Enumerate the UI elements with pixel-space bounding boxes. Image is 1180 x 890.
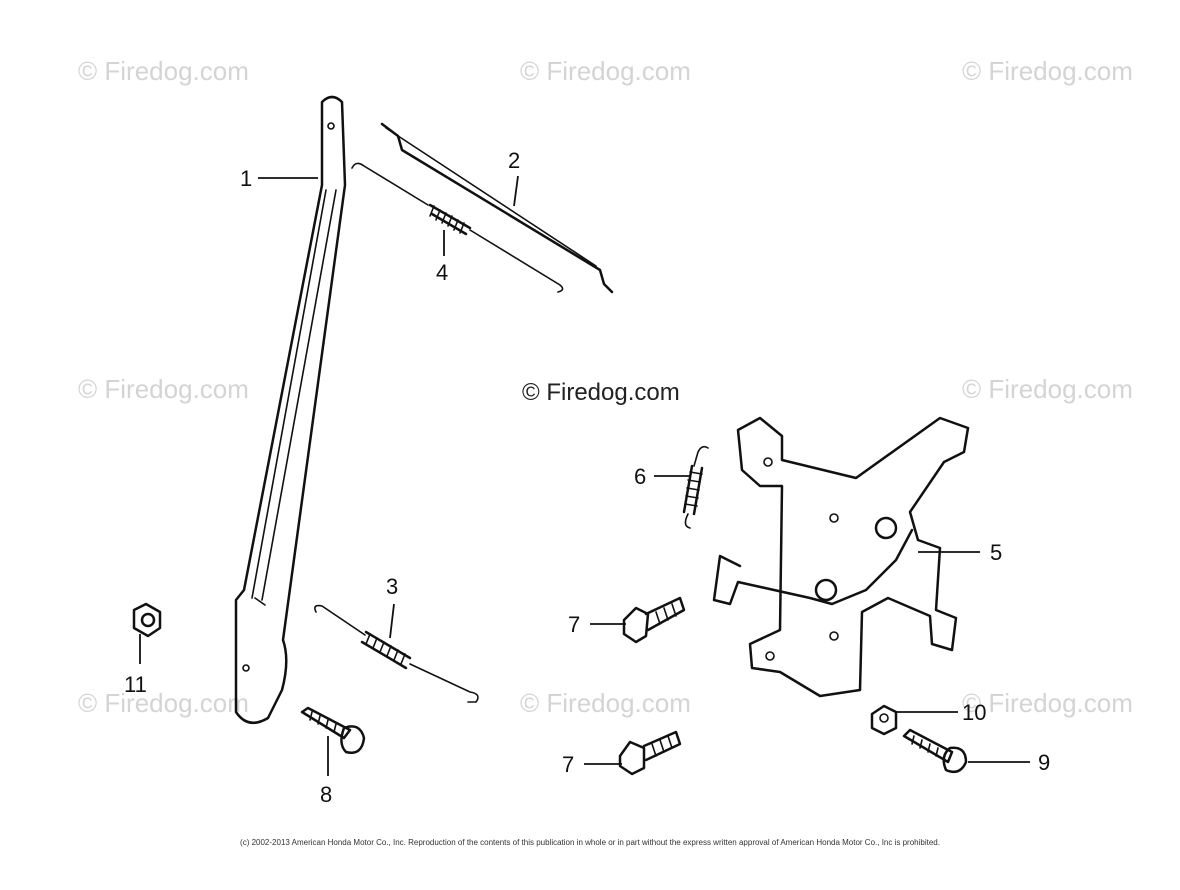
copyright-notice: (c) 2002-2013 American Honda Motor Co., … xyxy=(240,838,940,847)
part-3-spring xyxy=(314,604,479,703)
part-1-lever-arm xyxy=(234,95,347,725)
part-4-spring xyxy=(351,162,564,293)
callout-7a: 7 xyxy=(568,612,580,637)
callout-6: 6 xyxy=(634,464,646,489)
callout-4: 4 xyxy=(436,260,448,285)
part-6-spring xyxy=(682,445,709,529)
part-9-bolt xyxy=(902,728,968,773)
watermark-bottom-right: © Firedog.com xyxy=(962,688,1133,718)
watermark-top-right: © Firedog.com xyxy=(962,56,1133,86)
watermark-center: © Firedog.com xyxy=(522,379,680,406)
part-5-bracket xyxy=(712,416,970,698)
part-11-nut xyxy=(132,602,162,638)
callout-5: 5 xyxy=(990,540,1002,565)
callout-11: 11 xyxy=(124,672,147,697)
watermark-top-left: © Firedog.com xyxy=(78,56,249,86)
callout-10: 10 xyxy=(962,700,986,725)
watermark-mid-right: © Firedog.com xyxy=(962,374,1133,404)
part-10-nut xyxy=(870,704,898,736)
leader-3 xyxy=(389,603,395,639)
callout-7b: 7 xyxy=(562,752,574,777)
callout-2: 2 xyxy=(508,148,520,173)
callout-3: 3 xyxy=(386,574,398,599)
leader-2 xyxy=(513,175,519,207)
part-8-bolt xyxy=(300,706,366,754)
watermark-bottom-center: © Firedog.com xyxy=(520,688,691,718)
part-7a-bolt xyxy=(622,596,686,644)
callout-1: 1 xyxy=(240,166,252,191)
part-7b-bolt xyxy=(618,730,682,776)
watermark-group: © Firedog.com © Firedog.com © Firedog.co… xyxy=(78,56,1133,718)
watermark-top-center: © Firedog.com xyxy=(520,56,691,86)
callout-8: 8 xyxy=(320,782,332,807)
part-2-rod xyxy=(380,122,614,294)
callout-group: 1 2 4 3 6 5 7 7 8 9 10 11 xyxy=(124,148,1050,807)
watermark-bottom-left: © Firedog.com xyxy=(78,688,249,718)
watermark-mid-left: © Firedog.com xyxy=(78,374,249,404)
callout-9: 9 xyxy=(1038,750,1050,775)
